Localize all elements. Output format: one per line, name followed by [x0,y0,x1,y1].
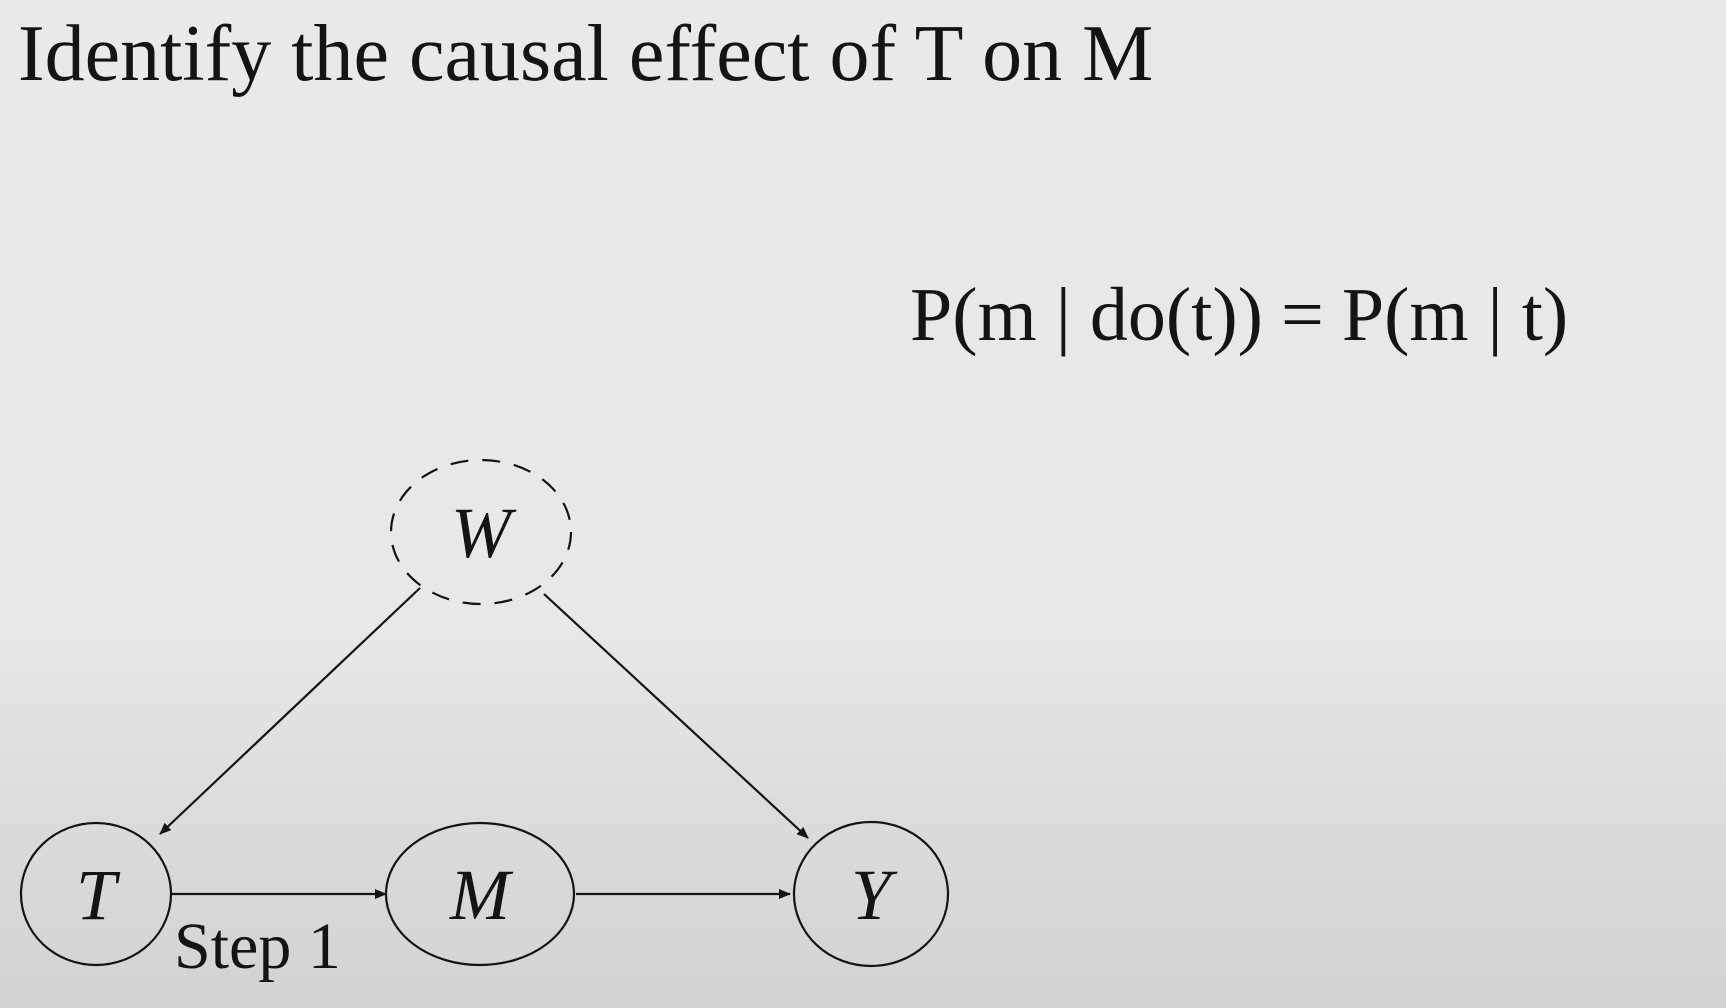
node-w: W [389,458,573,606]
equation-lhs: P(m | do(t)) [910,273,1263,357]
equation: P(m | do(t))=P(m | t) [910,272,1568,359]
node-y: Y [792,820,950,968]
node-m: M [384,821,576,967]
node-m-label: M [449,855,514,935]
edge-w-to-y [543,593,809,839]
edge-w-to-t [159,587,421,835]
node-w-label: W [451,493,517,573]
node-t-label: T [76,855,121,935]
edge-label-step-1: Step 1 [174,910,341,983]
equation-rhs: P(m | t) [1341,273,1569,357]
node-t: T [19,821,173,967]
node-y-label: Y [851,855,898,935]
slide-title: Identify the causal effect of T on M [18,10,1154,98]
equation-equals-sign: = [1280,273,1324,357]
